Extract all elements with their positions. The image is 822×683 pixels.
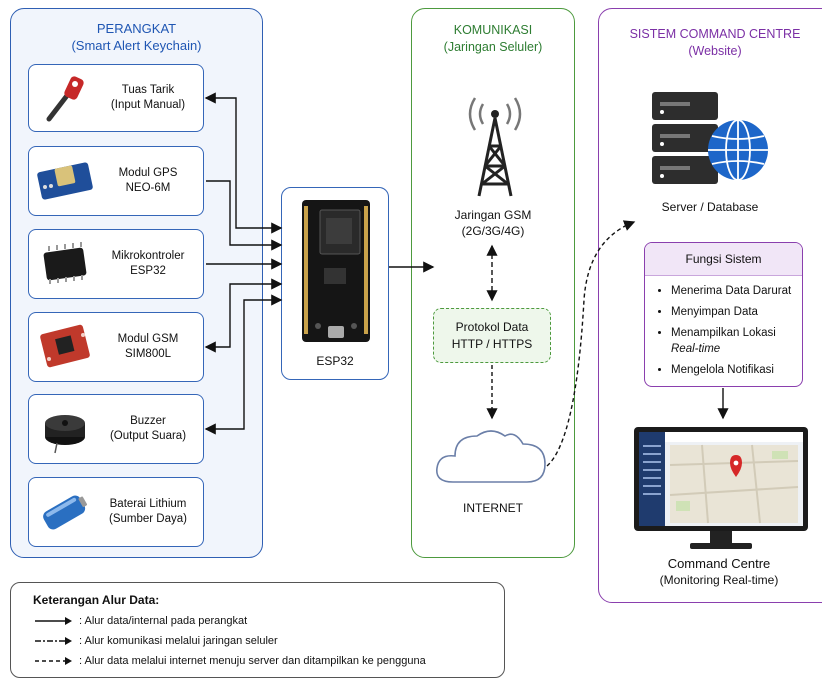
- component-line2: (Output Suara): [109, 430, 187, 442]
- component-line1: Mikrokontroler: [111, 250, 185, 262]
- connector-internet-server: [546, 220, 636, 467]
- component-line1: Modul GPS: [118, 167, 178, 179]
- function-item: Mengelola Notifikasi: [671, 362, 802, 378]
- protocol-line1: Protokol Data: [455, 320, 529, 334]
- microcontroller-chip-icon: [43, 242, 87, 284]
- legend-text: : Alur data melalui internet menuju serv…: [79, 655, 426, 667]
- component-card-buzzer: Buzzer (Output Suara): [28, 394, 204, 464]
- functions-title: Fungsi Sistem: [645, 243, 802, 276]
- legend-text: : Alur data/internal pada perangkat: [79, 615, 248, 627]
- protocol-box: Protokol Data HTTP / HTTPS: [433, 308, 551, 363]
- legend-item-dashed: : Alur data melalui internet menuju serv…: [33, 655, 426, 667]
- component-line1: Baterai Lithium: [109, 498, 187, 510]
- component-card-battery: Baterai Lithium (Sumber Daya): [28, 477, 204, 547]
- component-line1: Tuas Tarik: [121, 84, 175, 96]
- server-database-icon: [652, 92, 768, 184]
- legend-text: : Alur komunikasi melalui jaringan selul…: [79, 635, 278, 647]
- legend-item-solid: : Alur data/internal pada perangkat: [33, 615, 247, 627]
- component-line2: NEO-6M: [125, 182, 171, 194]
- command-line2: (Monitoring Real-time): [659, 573, 779, 587]
- dashed-arrow-icon: [35, 657, 72, 665]
- function-item: Menyimpan Data: [671, 304, 802, 320]
- component-line2: (Sumber Daya): [109, 513, 187, 525]
- legend-title: Keterangan Alur Data:: [33, 593, 160, 607]
- esp32-board-icon: [302, 200, 370, 342]
- device-subtitle: (Smart Alert Keychain): [71, 38, 202, 53]
- dashdot-arrow-icon: [35, 637, 72, 645]
- device-panel-title: PERANGKAT (Smart Alert Keychain): [10, 20, 263, 54]
- comm-title: KOMUNIKASI: [453, 23, 533, 37]
- legend-box: Keterangan Alur Data: : Alur data/intern…: [10, 582, 505, 678]
- functions-list: Menerima Data Darurat Menyimpan Data Men…: [645, 283, 802, 378]
- connector-lever: [204, 92, 283, 234]
- function-item: Menerima Data Darurat: [671, 283, 802, 299]
- esp32-card: ESP32: [281, 187, 389, 380]
- component-card-gsm: Modul GSM SIM800L: [28, 312, 204, 382]
- cell-tower-icon: [468, 97, 522, 197]
- protocol-line2: HTTP / HTTPS: [451, 337, 533, 351]
- gsm-network-label: Jaringan GSM (2G/3G/4G): [425, 207, 561, 239]
- device-title: PERANGKAT: [96, 21, 177, 36]
- gsm-line2: (2G/3G/4G): [461, 224, 525, 238]
- command-centre-label: Command Centre (Monitoring Real-time): [620, 556, 818, 588]
- component-line1: Modul GSM: [117, 333, 179, 345]
- gsm-line1: Jaringan GSM: [454, 208, 532, 222]
- battery-icon: [43, 495, 88, 530]
- system-panel-title: SISTEM COMMAND CENTRE (Website): [605, 26, 822, 60]
- component-line1: Buzzer: [130, 415, 166, 427]
- pull-lever-icon: [46, 76, 84, 122]
- comm-subtitle: (Jaringan Seluler): [443, 40, 543, 54]
- component-card-lever: Tuas Tarik (Input Manual): [28, 64, 204, 132]
- component-line2: ESP32: [130, 265, 166, 277]
- component-card-mcu: Mikrokontroler ESP32: [28, 229, 204, 299]
- monitor-dashboard-icon: [634, 427, 808, 549]
- internet-label: INTERNET: [463, 501, 523, 515]
- cloud-icon: [436, 430, 546, 483]
- gps-module-icon: [37, 162, 93, 200]
- component-card-gps: Modul GPS NEO-6M: [28, 146, 204, 216]
- connector-buzzer: [204, 294, 283, 435]
- system-title: SISTEM COMMAND CENTRE: [629, 27, 801, 41]
- buzzer-icon: [45, 415, 85, 454]
- command-line1: Command Centre: [667, 556, 771, 571]
- server-label: Server / Database: [661, 200, 759, 214]
- legend-item-dashdot: : Alur komunikasi melalui jaringan selul…: [33, 635, 278, 647]
- gsm-module-icon: [40, 324, 90, 368]
- component-line2: (Input Manual): [110, 99, 186, 111]
- system-functions-box: Fungsi Sistem Menerima Data Darurat Meny…: [644, 242, 803, 387]
- connector-gps: [206, 180, 283, 251]
- solid-arrow-icon: [35, 617, 72, 625]
- comm-panel-title: KOMUNIKASI (Jaringan Seluler): [411, 22, 575, 56]
- system-subtitle: (Website): [688, 44, 742, 58]
- component-line2: SIM800L: [124, 348, 172, 360]
- esp32-label: ESP32: [316, 354, 354, 368]
